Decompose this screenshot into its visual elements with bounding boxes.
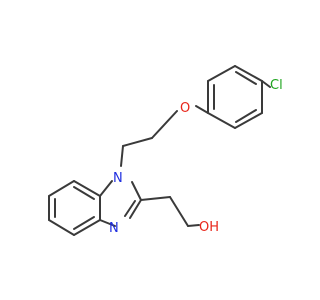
bond [234,65,263,82]
bond-double [235,109,257,123]
bond [207,112,236,129]
bond-double [73,186,95,200]
bond [140,196,171,201]
imine-nitrogen-label: N [109,221,119,236]
bonds [48,65,271,236]
bond [122,137,153,147]
ring-nitrogen-label: N [113,171,123,186]
bond-double [124,200,136,217]
chlorine-label: Cl [270,78,283,93]
bond-double [73,216,95,230]
bond [234,112,263,129]
molecule-canvas: Cl O N N OH [48,65,283,236]
bond [48,219,75,236]
bond-double [235,71,257,85]
bond [129,199,142,219]
bond [151,110,178,139]
bond [131,181,142,201]
bond [207,65,236,82]
structure-diagram: Cl O N N OH [48,65,283,236]
bond [120,145,124,167]
ether-oxygen-label: O [180,101,190,116]
bond [261,80,271,88]
bond [73,180,101,197]
bond [169,196,189,227]
bond [99,180,113,197]
bond [99,219,116,227]
bond [195,105,209,114]
hydroxyl-label: OH [199,220,219,235]
bond [48,180,75,197]
bond [187,224,200,227]
bond [73,219,101,236]
